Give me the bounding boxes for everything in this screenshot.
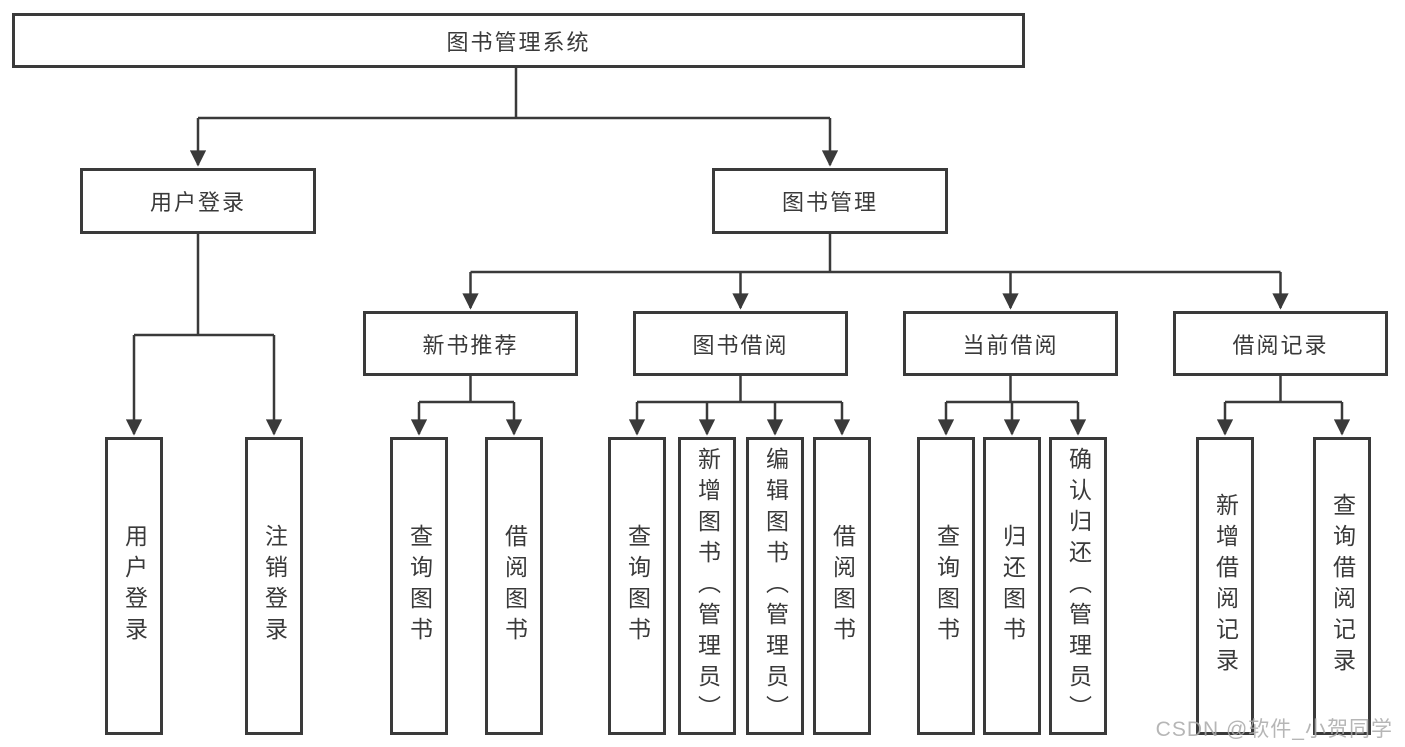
csdn-watermark: CSDN @软件_小贺同学 — [1155, 718, 1393, 741]
node-label: 借阅图书 — [829, 524, 856, 648]
node-label: 查询借阅记录 — [1329, 493, 1356, 679]
node-label: 注销登录 — [261, 524, 288, 648]
node-return-books: 归还图书 — [983, 437, 1041, 735]
node-label: 查询图书 — [406, 524, 433, 648]
node-label: 用户登录 — [121, 524, 148, 648]
node-borrow-records: 借阅记录 — [1173, 311, 1388, 376]
node-user-login: 用户登录 — [80, 168, 316, 234]
node-label: 新增借阅记录 — [1212, 493, 1239, 679]
node-add-borrow-record: 新增借阅记录 — [1196, 437, 1254, 735]
node-borrow-books-recommend: 借阅图书 — [485, 437, 543, 735]
node-query-books-borrow: 查询图书 — [608, 437, 666, 735]
node-current-borrow: 当前借阅 — [903, 311, 1118, 376]
node-label: 查询图书 — [933, 524, 960, 648]
node-user-login-leaf: 用户登录 — [105, 437, 163, 735]
node-label: 借阅图书 — [501, 524, 528, 648]
node-root: 图书管理系统 — [12, 13, 1025, 68]
node-label: 查询图书 — [624, 524, 651, 648]
node-book-borrow: 图书借阅 — [633, 311, 848, 376]
node-borrow-books-leaf: 借阅图书 — [813, 437, 871, 735]
node-query-books-recommend: 查询图书 — [390, 437, 448, 735]
node-label: 新增图书（管理员） — [694, 446, 721, 726]
node-edit-book-admin: 编辑图书（管理员） — [746, 437, 804, 735]
node-query-books-current: 查询图书 — [917, 437, 975, 735]
node-new-book-recommend: 新书推荐 — [363, 311, 578, 376]
node-label: 编辑图书（管理员） — [762, 446, 789, 726]
node-logout: 注销登录 — [245, 437, 303, 735]
node-label: 确认归还（管理员） — [1065, 446, 1092, 726]
node-add-book-admin: 新增图书（管理员） — [678, 437, 736, 735]
node-query-borrow-record: 查询借阅记录 — [1313, 437, 1371, 735]
node-confirm-return-admin: 确认归还（管理员） — [1049, 437, 1107, 735]
node-label: 归还图书 — [999, 524, 1026, 648]
node-book-management: 图书管理 — [712, 168, 948, 234]
